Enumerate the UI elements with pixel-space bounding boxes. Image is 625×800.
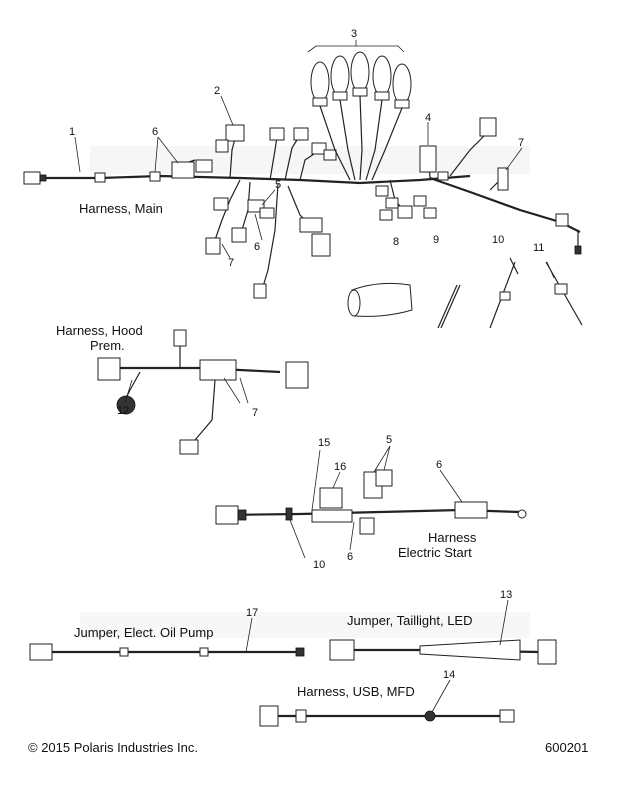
usb-harness <box>259 705 515 727</box>
callout-6-estart-low: 6 <box>347 551 353 563</box>
callout-14: 14 <box>443 669 455 681</box>
loose-parts <box>347 257 583 329</box>
callout-8: 8 <box>393 236 399 248</box>
callout-9: 9 <box>433 234 439 246</box>
title-hood-line1: Harness, Hood <box>56 323 143 338</box>
callout-6-main: 6 <box>254 241 260 253</box>
watermark <box>80 146 530 638</box>
callout-6-top: 6 <box>152 126 158 138</box>
callout-3: 3 <box>351 28 357 40</box>
callout-4: 4 <box>425 112 431 124</box>
callout-11: 11 <box>533 242 544 254</box>
callout-2: 2 <box>214 85 220 97</box>
title-harness-main: Harness, Main <box>79 201 163 216</box>
title-estart-line1: Harness <box>428 530 477 545</box>
callout-10-top: 10 <box>492 234 504 246</box>
electric-start-harness <box>215 469 527 535</box>
title-usb: Harness, USB, MFD <box>297 684 415 699</box>
injector-set <box>310 51 412 181</box>
footer: © 2015 Polaris Industries Inc. 600201 <box>28 740 588 755</box>
main-harness <box>23 51 582 299</box>
copyright-text: © 2015 Polaris Industries Inc. <box>28 740 198 755</box>
title-estart-line2: Electric Start <box>398 545 472 560</box>
callout-13: 13 <box>500 589 512 601</box>
callout-16: 16 <box>334 461 346 473</box>
leader-lines <box>74 40 523 713</box>
title-hood-line2: Prem. <box>90 338 125 353</box>
title-taillight: Jumper, Taillight, LED <box>347 613 473 628</box>
oil-pump-jumper <box>29 643 305 661</box>
callout-numbers: 1 2 3 4 7 6 5 6 7 8 9 10 11 12 7 15 5 16… <box>69 28 544 681</box>
callout-7-right: 7 <box>518 137 524 149</box>
title-oil-pump: Jumper, Elect. Oil Pump <box>74 625 213 640</box>
callout-10-estart: 10 <box>313 559 325 571</box>
drawing-code: 600201 <box>545 740 588 755</box>
callout-5-estart: 5 <box>386 434 392 446</box>
callout-6-estart-right: 6 <box>436 459 442 471</box>
callout-5-main: 5 <box>275 179 281 191</box>
callout-1: 1 <box>69 126 75 138</box>
assembly-titles: Harness, Main Harness, Hood Prem. Harnes… <box>56 201 477 699</box>
taillight-jumper <box>329 639 557 665</box>
callout-12: 12 <box>117 405 129 417</box>
callout-7-main: 7 <box>228 257 234 269</box>
hood-harness <box>97 329 309 455</box>
callout-17: 17 <box>246 607 258 619</box>
callout-15: 15 <box>318 437 330 449</box>
callout-7-hood: 7 <box>252 407 258 419</box>
